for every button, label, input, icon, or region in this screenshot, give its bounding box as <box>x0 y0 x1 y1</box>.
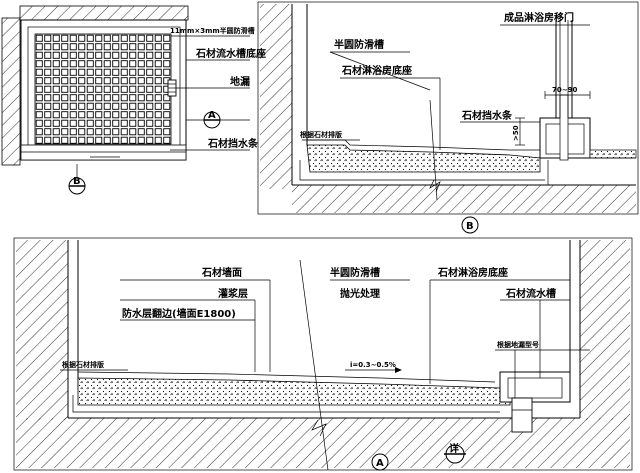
plan-label-channel-base: 石材流水槽底座 <box>195 47 266 60</box>
section-b-label-water-bar: 石材挡水条 <box>461 109 513 122</box>
section-a-label-drain-model: 根据地漏型号 <box>497 340 539 349</box>
svg-text:详: 详 <box>449 442 459 455</box>
svg-text:A: A <box>376 458 384 469</box>
section-b-label-door: 成品淋浴房移门 <box>504 11 574 24</box>
plan-label-water-bar: 石材挡水条 <box>207 137 259 150</box>
section-b-label-anti-slip: 半圆防滑槽 <box>334 38 384 51</box>
section-a-drain <box>511 397 533 433</box>
section-a-view: 石材墙面 灌浆层 防水层翻边(墙面E1800) 半圆防滑槽 抛光处理 石材淋浴房… <box>13 237 633 471</box>
section-a-wall-right <box>580 240 630 420</box>
section-b-dim-width: 70~90 <box>552 86 577 94</box>
plan-view: 11mm×3mm半圆防滑槽 石材流水槽底座 地漏 石材挡水条 A B <box>1 5 266 195</box>
section-b-wall <box>260 4 292 189</box>
plan-water-bar <box>20 144 187 161</box>
plan-label-floor-drain: 地漏 <box>230 75 250 88</box>
section-a-label-skirting: 根据石材排版 <box>62 360 104 369</box>
section-b-dim-height: >50 <box>512 125 520 141</box>
plan-wall-left <box>1 17 21 166</box>
section-b-label-base: 石材淋浴房底座 <box>341 64 412 77</box>
section-b-floor <box>292 185 636 213</box>
section-a-label-wall: 石材墙面 <box>201 266 242 279</box>
section-a-title-marker <box>371 453 389 471</box>
svg-text:B: B <box>466 221 474 232</box>
section-a-label-channel: 石材流水槽 <box>505 287 556 300</box>
section-b-title-marker <box>461 216 479 234</box>
plan-wall-top <box>19 5 189 21</box>
section-a-label-polish: 抛光处理 <box>340 287 380 300</box>
section-b-base-layer <box>306 144 541 173</box>
section-a-wall-left <box>16 240 68 420</box>
section-a-label-base: 石材淋浴房底座 <box>437 266 508 279</box>
anti-slip-grid <box>34 33 172 145</box>
section-b-view: 成品淋浴房移门 半圆防滑槽 石材淋浴房底座 根据石材排版 石材挡水条 70~90… <box>257 1 639 234</box>
section-a-label-anti-slip: 半圆防滑槽 <box>330 266 380 279</box>
plan-label-anti-slip: 11mm×3mm半圆防滑槽 <box>170 26 255 35</box>
section-a-label-grout: 灌浆层 <box>218 287 248 300</box>
section-b-label-skirting: 根据石材排版 <box>300 130 342 139</box>
section-a-label-waterproof: 防水层翻边(墙面E1800) <box>122 307 236 320</box>
section-a-base-layer <box>77 377 511 406</box>
section-a-label-slope: i=0.3~0.5% <box>350 361 396 369</box>
svg-text:B: B <box>73 176 81 187</box>
svg-text:A: A <box>208 110 216 121</box>
